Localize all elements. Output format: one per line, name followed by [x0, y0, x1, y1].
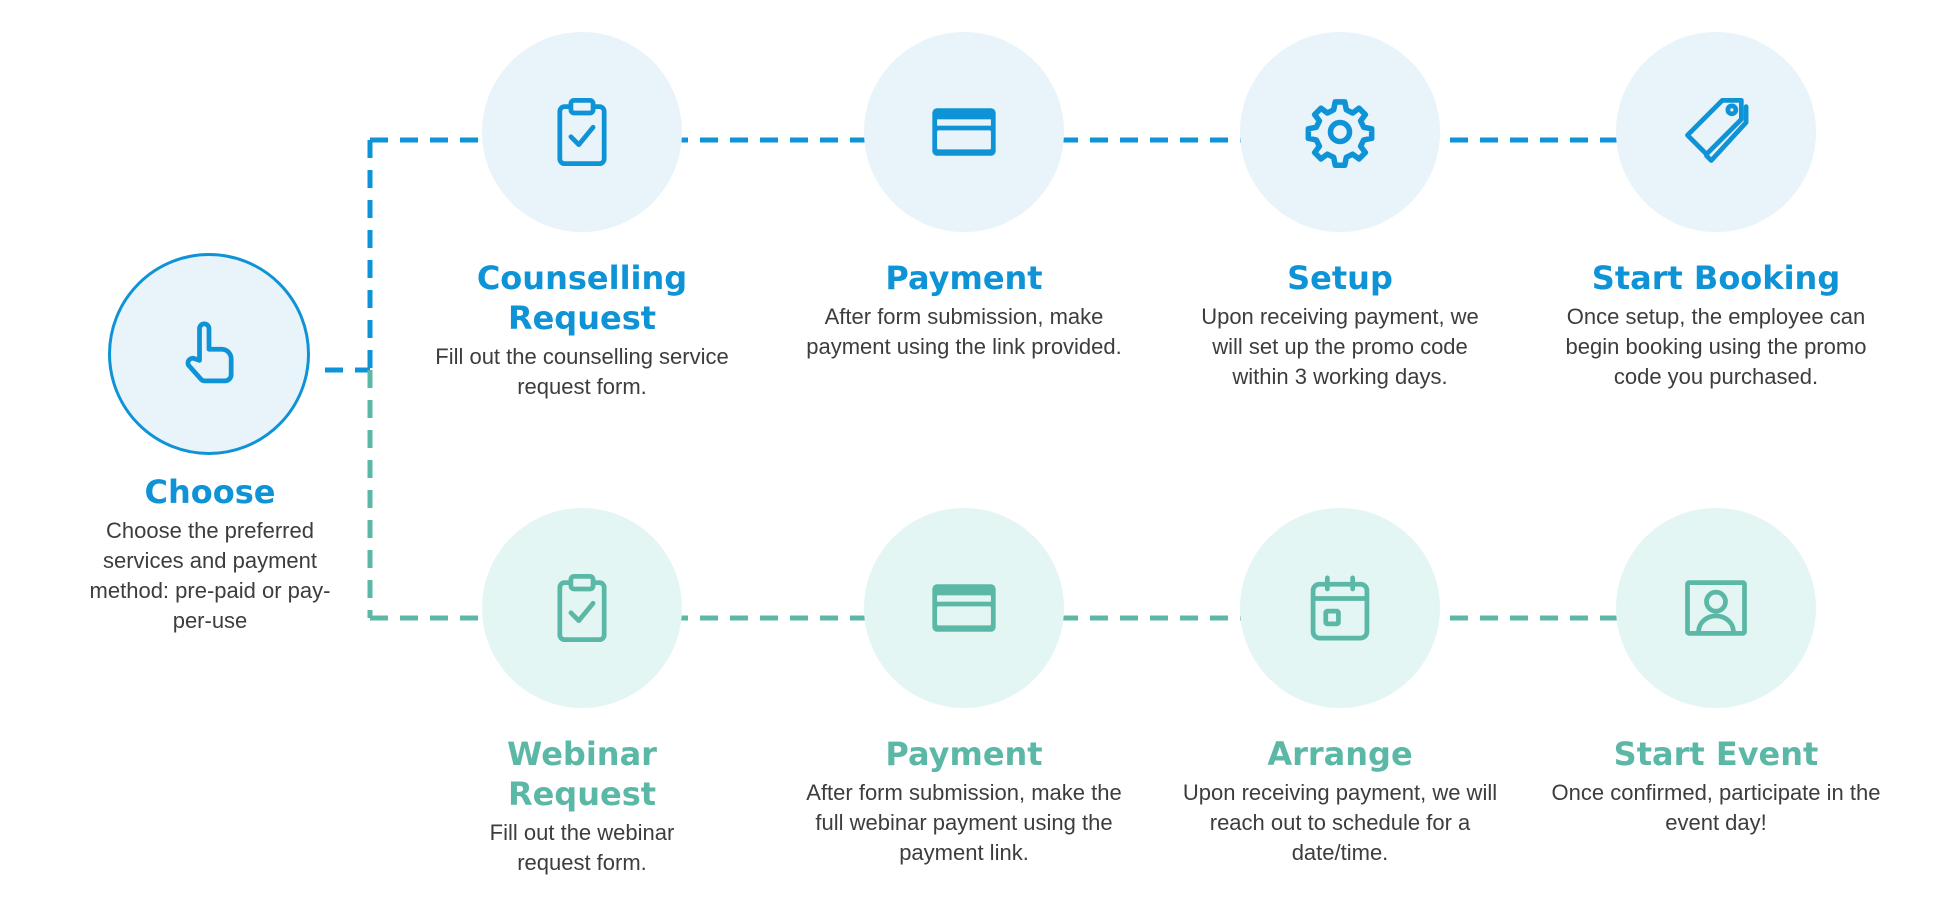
webinar-request-title: Webinar Request [507, 735, 657, 813]
user-portrait-icon [1685, 580, 1747, 636]
start-event-desc: Once confirmed, participate in the event… [1551, 780, 1881, 835]
payment-title: Payment [885, 259, 1043, 297]
setup-title: Setup [1287, 259, 1393, 297]
payment-label: Payment After form submission, make paym… [794, 258, 1134, 362]
clipboard-check-icon [557, 97, 607, 167]
counselling-request-title: Counselling Request [476, 259, 688, 337]
choose-step-label: Choose Choose the preferred services and… [40, 472, 380, 636]
start-event-circle [1616, 508, 1816, 708]
hand-pointer-icon [185, 321, 234, 384]
webinar-payment-label: Payment After form submission, make the … [794, 734, 1134, 868]
clipboard-check-icon [557, 573, 607, 643]
tag-icon [1685, 97, 1749, 163]
start-event-title: Start Event [1613, 735, 1819, 773]
webinar-payment-desc: After form submission, make the full web… [806, 780, 1122, 865]
choose-step-title: Choose [144, 473, 276, 511]
start-event-label: Start Event Once confirmed, participate … [1546, 734, 1886, 838]
start-booking-label: Start Booking Once setup, the employee c… [1546, 258, 1886, 392]
start-booking-title: Start Booking [1591, 259, 1841, 297]
webinar-request-label: Webinar Request Fill out the webinar req… [412, 734, 752, 878]
counselling-request-desc: Fill out the counselling service request… [435, 344, 729, 399]
setup-desc: Upon receiving payment, we will set up t… [1201, 304, 1479, 389]
payment-desc: After form submission, make payment usin… [806, 304, 1122, 359]
payment-circle [864, 32, 1064, 232]
calendar-icon [1310, 575, 1370, 641]
counselling-request-label: Counselling Request Fill out the counsel… [412, 258, 752, 402]
arrange-desc: Upon receiving payment, we will reach ou… [1182, 780, 1498, 865]
gear-icon [1305, 99, 1375, 169]
webinar-request-desc: Fill out the webinar request form. [489, 820, 675, 875]
start-booking-circle [1616, 32, 1816, 232]
credit-card-icon [932, 108, 996, 156]
webinar-payment-circle [864, 508, 1064, 708]
arrange-circle [1240, 508, 1440, 708]
webinar-request-circle [482, 508, 682, 708]
choose-step-circle [108, 253, 310, 455]
setup-circle [1240, 32, 1440, 232]
credit-card-icon [932, 584, 996, 632]
arrange-label: Arrange Upon receiving payment, we will … [1170, 734, 1510, 868]
counselling-request-circle [482, 32, 682, 232]
arrange-title: Arrange [1267, 735, 1413, 773]
webinar-payment-title: Payment [885, 735, 1043, 773]
start-booking-desc: Once setup, the employee can begin booki… [1565, 304, 1867, 389]
choose-step-desc: Choose the preferred services and paymen… [89, 518, 331, 633]
setup-label: Setup Upon receiving payment, we will se… [1170, 258, 1510, 392]
